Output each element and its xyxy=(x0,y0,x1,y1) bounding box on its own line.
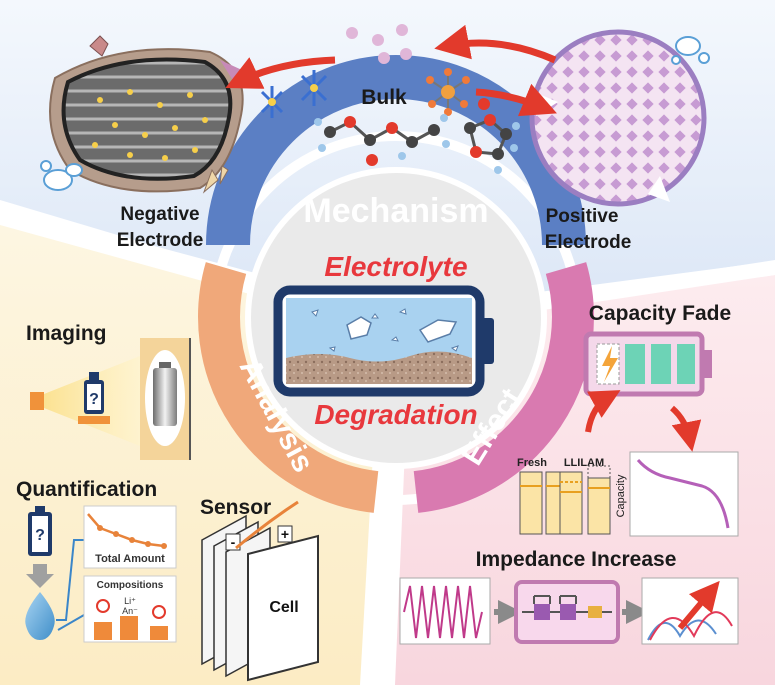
negative-electrode-label-1: Negative xyxy=(120,204,199,225)
impedance-illustration xyxy=(399,577,739,645)
sensor-plus-terminal: + xyxy=(281,526,289,542)
mechanism-title: Mechanism xyxy=(303,192,488,230)
cell-label: Cell xyxy=(269,599,298,616)
capacity-fade-label: Capacity Fade xyxy=(589,302,731,325)
bubble-cluster-left xyxy=(40,160,83,191)
sensor-label: Sensor xyxy=(200,496,271,519)
analysis-arc xyxy=(198,262,379,513)
capacity-fade-battery xyxy=(583,331,712,397)
positive-electrode-illustration xyxy=(529,29,710,207)
arrow-to-capacity-fade xyxy=(585,390,621,433)
solvent-molecule-cyclic xyxy=(464,98,520,174)
impedance-increase-label: Impedance Increase xyxy=(476,548,677,571)
effect-panel: Capacity Fade Fresh LLILAM xyxy=(399,302,739,645)
mechanism-panel: Negative Electrode Positive Electrode xyxy=(40,24,710,253)
center-title-degradation: Degradation xyxy=(314,399,477,430)
positive-electrode-label-1: Positive xyxy=(546,206,619,227)
quantification-illustration: ? Total Amount Compositions Li⁺ An⁻ xyxy=(25,505,177,643)
imaging-question-glyph: ? xyxy=(89,391,99,408)
capacity-axis-label: Capacity xyxy=(615,474,627,517)
total-amount-label: Total Amount xyxy=(95,553,165,565)
sensor-cell-illustration: - + Cell xyxy=(201,500,319,682)
analysis-panel: Imaging ? Quantification ? xyxy=(16,322,319,682)
quantification-label: Quantification xyxy=(16,478,157,501)
fresh-label: Fresh xyxy=(517,457,547,469)
bulk-label: Bulk xyxy=(361,86,407,109)
positive-electrode-label-2: Electrode xyxy=(545,232,632,253)
quant-question-glyph: ? xyxy=(35,527,45,544)
sensor-minus-terminal: - xyxy=(231,534,236,550)
solvent-molecule-linear xyxy=(314,114,450,166)
imaging-illustration: ? xyxy=(30,338,191,460)
bubble-cluster-right xyxy=(671,36,710,65)
negative-electrode-illustration xyxy=(40,35,244,194)
anion-label: An⁻ xyxy=(122,606,138,616)
central-battery-illustration xyxy=(273,285,494,397)
arrow-bulk-to-positive xyxy=(475,83,557,117)
bulk-species xyxy=(260,24,520,174)
electrode-balance-bars: Fresh LLILAM xyxy=(517,457,611,535)
lli-lam-label: LLILAM xyxy=(564,457,604,469)
center-title-electrolyte: Electrolyte xyxy=(324,251,467,282)
effect-arc xyxy=(413,262,594,513)
arrow-bulk-to-negative xyxy=(225,56,336,89)
central-ring: Mechanism Analysis Effect Electrolyte De… xyxy=(198,55,594,513)
arrow-from-capacity-fade xyxy=(669,405,702,452)
arrow-positive-to-bulk xyxy=(434,24,557,64)
negative-electrode-label-2: Electrode xyxy=(117,230,204,251)
capacity-curve-plot: Capacity xyxy=(615,451,739,537)
compositions-label: Compositions xyxy=(97,580,164,591)
li-ion-label: Li⁺ xyxy=(124,596,136,606)
imaging-label: Imaging xyxy=(26,322,107,345)
